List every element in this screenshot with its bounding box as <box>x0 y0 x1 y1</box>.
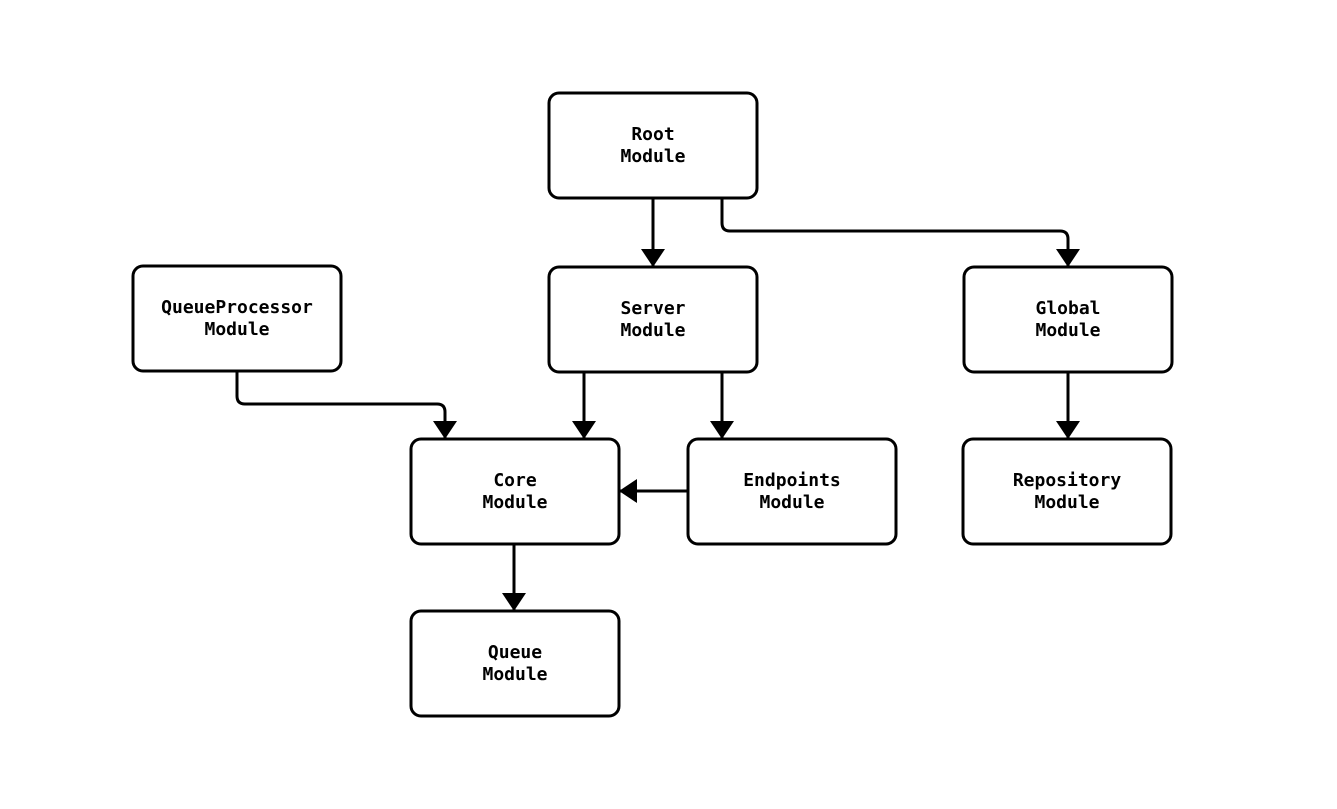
edge-root-to-global <box>720 198 1080 267</box>
node-queue-box <box>409 609 621 718</box>
node-root-box <box>547 91 759 200</box>
node-endpoints-box <box>686 437 898 546</box>
edges-layer <box>235 198 1080 611</box>
node-repository-box <box>961 437 1173 546</box>
edge-queueprocessor-to-core <box>235 371 457 439</box>
node-global-box <box>962 265 1174 374</box>
node-server-box <box>547 265 759 374</box>
node-queueprocessor-box <box>131 264 343 373</box>
node-core-box <box>409 437 621 546</box>
